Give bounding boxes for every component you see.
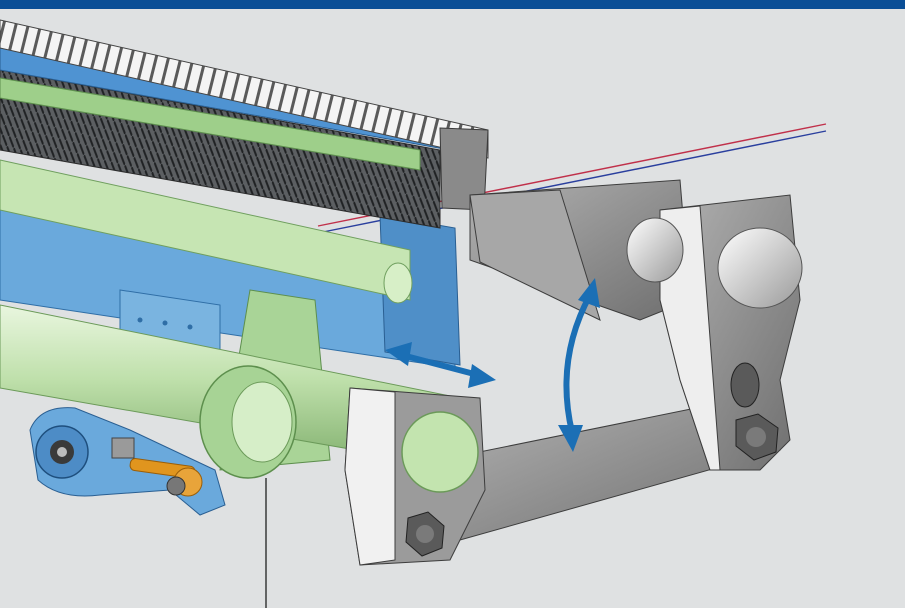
- hub-upper-left: [626, 217, 684, 283]
- hub-upper-right: [717, 227, 803, 309]
- top-bar: [0, 0, 905, 9]
- green-guide-bar-end: [383, 262, 413, 304]
- horizontal-arrow-icon: [385, 342, 496, 388]
- green-guide-bar: [0, 159, 411, 301]
- green-strip-upper: [0, 77, 421, 171]
- comb-rail: [0, 19, 489, 159]
- vertical-arrow-icon: [558, 278, 600, 452]
